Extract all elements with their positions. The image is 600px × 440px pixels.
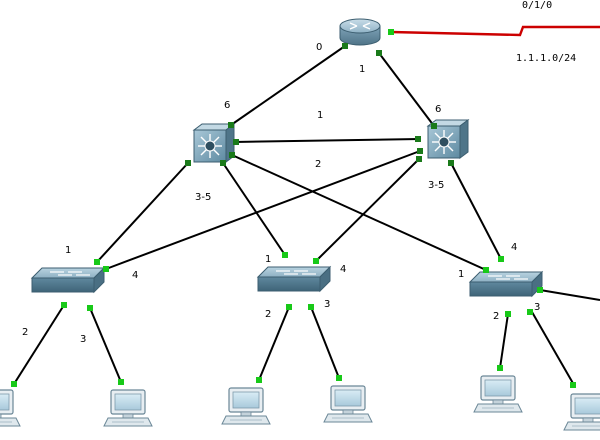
port-label: 1 — [458, 269, 464, 280]
link-sw2-pc3 — [258, 306, 290, 381]
port-dot — [570, 382, 576, 388]
labels: 0/1/0 1.1.1.0/24 0 1 6 6 1 2 3-5 3-5 1 4… — [22, 0, 576, 345]
wan-serial-link — [390, 25, 600, 37]
port-dot — [185, 160, 191, 166]
multilayer-switch-icon — [193, 123, 235, 163]
link-sw1-pc2 — [89, 307, 122, 383]
pc-icon — [0, 389, 21, 427]
pc-icon — [563, 393, 600, 431]
port-label: 3-5 — [195, 192, 211, 203]
port-indicators — [11, 29, 576, 388]
switch-icon — [469, 271, 543, 297]
pc-icon — [323, 385, 373, 423]
port-dot — [94, 259, 100, 265]
port-dot — [233, 139, 239, 145]
port-dot — [87, 305, 93, 311]
pc-4[interactable] — [323, 385, 373, 423]
link-sw3-offscreen — [539, 289, 600, 301]
port-label: 6 — [435, 104, 441, 115]
link-sw3-pc5 — [499, 313, 509, 369]
port-dot — [11, 381, 17, 387]
router[interactable] — [339, 18, 381, 46]
link-router-ms-right — [378, 52, 435, 127]
link-ms-left-sw2 — [222, 162, 286, 256]
switch-2[interactable] — [257, 266, 331, 292]
port-dot — [61, 302, 67, 308]
port-dot — [376, 50, 382, 56]
pc-icon — [221, 387, 271, 425]
port-dot — [103, 266, 109, 272]
port-dot — [229, 152, 235, 158]
port-label: 4 — [132, 270, 138, 281]
port-label: 2 — [22, 327, 28, 338]
wan-network-label: 1.1.1.0/24 — [516, 53, 576, 64]
port-dot — [228, 122, 234, 128]
port-dot — [497, 365, 503, 371]
port-label: 2 — [315, 159, 321, 170]
switch-icon — [31, 267, 105, 293]
link-sw3-pc6 — [531, 311, 575, 386]
port-label: 3 — [324, 299, 330, 310]
port-dot — [498, 256, 504, 262]
pc-3[interactable] — [221, 387, 271, 425]
pc-icon — [103, 389, 153, 427]
switch-3[interactable] — [469, 271, 543, 297]
port-dot — [415, 136, 421, 142]
port-dot — [256, 377, 262, 383]
switch-1[interactable] — [31, 267, 105, 293]
link-sw1-pc1 — [13, 304, 65, 385]
port-dot — [416, 156, 422, 162]
port-dot — [448, 160, 454, 166]
port-label: 2 — [493, 311, 499, 322]
port-label: 4 — [340, 264, 346, 275]
port-label: 2 — [265, 309, 271, 320]
port-dot — [342, 43, 348, 49]
port-label: 1 — [65, 245, 71, 256]
port-dot — [417, 148, 423, 154]
pc-5[interactable] — [473, 375, 523, 413]
port-dot — [313, 258, 319, 264]
link-ms-right-sw2 — [315, 158, 420, 262]
port-label: 3 — [534, 302, 540, 313]
pc-icon — [473, 375, 523, 413]
port-dot — [483, 267, 489, 273]
port-label: 0 — [316, 42, 322, 53]
port-dot — [537, 287, 543, 293]
pc-1[interactable] — [0, 389, 21, 427]
port-dot — [118, 379, 124, 385]
link-ms-ms-1 — [233, 138, 421, 143]
port-dot — [431, 123, 437, 129]
link-ms-left-sw3 — [231, 154, 487, 271]
port-dot — [308, 304, 314, 310]
port-label: 1 — [317, 110, 323, 121]
port-label: 4 — [511, 242, 517, 253]
multilayer-switch-left[interactable] — [193, 123, 235, 163]
port-dot — [286, 304, 292, 310]
port-dot — [282, 252, 288, 258]
pc-6[interactable] — [563, 393, 600, 431]
link-ms-left-sw1 — [96, 162, 189, 263]
port-dot — [336, 375, 342, 381]
port-label: 3-5 — [428, 180, 444, 191]
port-dot — [505, 311, 511, 317]
link-sw2-pc4 — [310, 306, 340, 379]
links — [13, 25, 600, 386]
port-label: 1 — [265, 254, 271, 265]
port-label: 3 — [80, 334, 86, 345]
link-ms-right-sw3 — [450, 162, 502, 260]
port-dot — [220, 160, 226, 166]
port-label: 6 — [224, 100, 230, 111]
port-dot — [388, 29, 394, 35]
pc-2[interactable] — [103, 389, 153, 427]
port-label: 1 — [359, 64, 365, 75]
port-dot — [527, 309, 533, 315]
router-icon — [339, 18, 381, 46]
switch-icon — [257, 266, 331, 292]
wan-interface-label: 0/1/0 — [522, 0, 552, 11]
link-ms-right-sw1 — [105, 150, 421, 270]
link-router-ms-left — [230, 45, 346, 126]
